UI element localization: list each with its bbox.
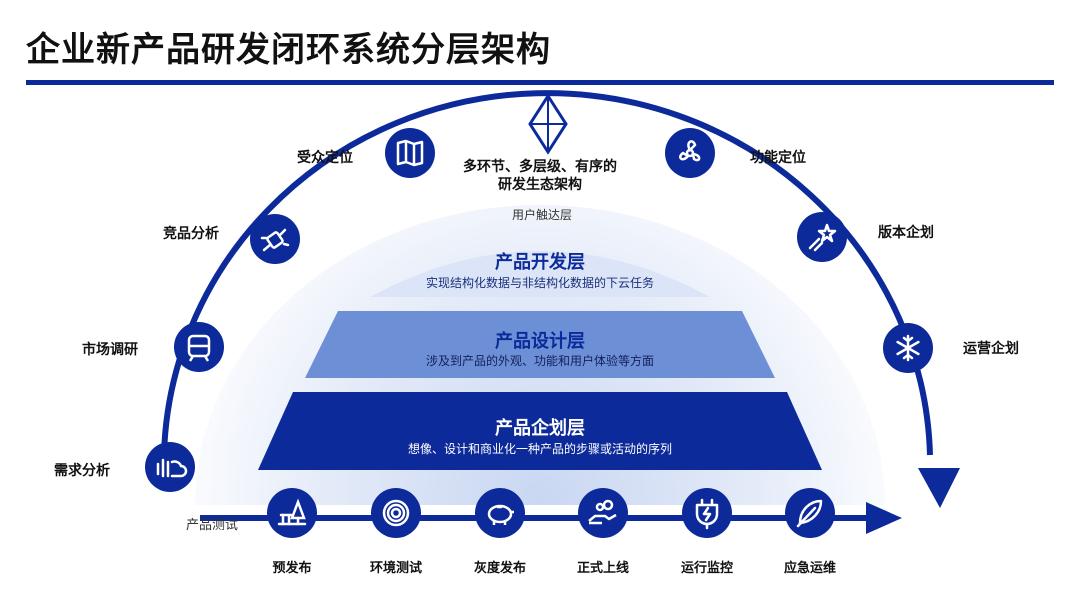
arc-label-competitor: 竞品分析 — [163, 226, 219, 242]
fan-icon — [665, 128, 715, 178]
arc-label-version: 版本企划 — [878, 225, 934, 241]
tier-development-shape — [370, 251, 710, 297]
tier-development-title: 产品开发层 — [495, 252, 585, 273]
cycle-arc — [160, 90, 933, 476]
arc-label-market-research: 市场调研 — [82, 342, 138, 358]
tier-design-desc: 涉及到产品的外观、功能和用户体验等方面 — [425, 354, 654, 368]
tree-bench-icon — [267, 488, 317, 538]
bottom-arrow-head — [866, 502, 902, 534]
title-divider — [26, 80, 1054, 85]
arc-arrow-head — [918, 468, 960, 508]
train-icon — [174, 322, 224, 372]
spiral-icon — [371, 488, 421, 538]
snowflake-icon — [883, 323, 933, 373]
bottom-label-emergency: 应急运维 — [783, 561, 836, 576]
product-test-label: 产品测试 — [186, 518, 239, 533]
tier-planning-title: 产品企划层 — [495, 418, 585, 439]
map-icon — [385, 128, 435, 178]
arc-label-function: 功能定位 — [750, 150, 806, 166]
hand-coins-icon — [578, 488, 628, 538]
bottom-label-prerelease: 预发布 — [272, 561, 312, 576]
bottom-label-env-test: 环境测试 — [369, 561, 422, 576]
arc-label-requirement: 需求分析 — [54, 463, 110, 479]
tier-development-desc: 实现结构化数据与非结构化数据的下云任务 — [425, 276, 654, 290]
arc-label-operation: 运营企划 — [963, 341, 1019, 357]
tier-planning-desc: 想像、设计和商业化一种产品的步骤或活动的序列 — [407, 442, 672, 456]
bottom-label-launch: 正式上线 — [576, 561, 629, 576]
center-caption: 多环节、多层级、有序的 研发生态架构 — [430, 158, 650, 194]
power-plug-icon — [682, 488, 732, 538]
feather-icon — [785, 488, 835, 538]
piggy-bank-icon — [475, 488, 525, 538]
center-line-2: 研发生态架构 — [498, 177, 582, 193]
bottom-label-gray-release: 灰度发布 — [473, 561, 526, 576]
diamond-icon — [528, 93, 568, 155]
center-line-1: 多环节、多层级、有序的 — [463, 159, 617, 175]
user-touch-layer-label: 用户触达层 — [512, 208, 573, 222]
bottom-label-monitoring: 运行监控 — [680, 561, 733, 576]
tier-design-title: 产品设计层 — [495, 331, 585, 352]
shooting-star-icon — [797, 212, 847, 262]
tier-planning-shape — [258, 392, 822, 470]
arc-label-audience: 受众定位 — [297, 150, 353, 166]
page-title: 企业新产品研发闭环系统分层架构 — [26, 30, 551, 70]
tier-design-shape — [305, 311, 775, 378]
plug-icon — [250, 214, 300, 264]
sound-wave-cloud-icon — [145, 442, 195, 492]
